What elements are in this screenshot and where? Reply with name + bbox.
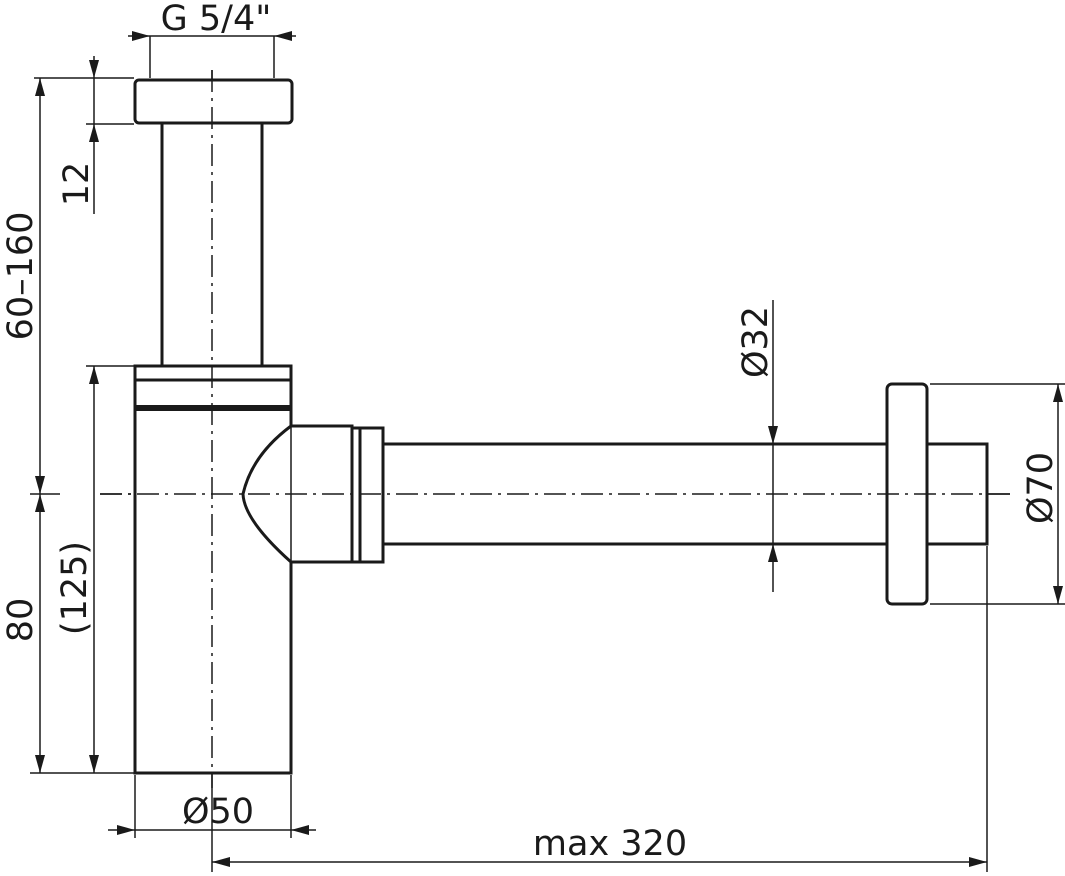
cap-height-label: 12 xyxy=(57,162,97,207)
bottle-body xyxy=(133,364,293,775)
top-cap-nut xyxy=(133,78,294,125)
thread-size-label: G 5/4" xyxy=(161,0,272,39)
body-diameter-label: Ø50 xyxy=(182,792,254,832)
thread-arrow-right xyxy=(274,31,292,41)
thread-arrow-left xyxy=(132,31,150,41)
outlet-coupling-nut xyxy=(350,426,385,564)
outlet-height-alt-label: (125) xyxy=(55,541,95,635)
flange-diam-arrow-top xyxy=(1053,384,1063,402)
flange-diameter-label: Ø70 xyxy=(1021,452,1061,524)
bottle-collar-band xyxy=(135,405,291,411)
height-arrow-bottom xyxy=(35,755,45,773)
length-arrow-right xyxy=(969,857,987,867)
pipe-diam-arrow-bottom xyxy=(768,544,778,562)
flange-diam-arrow-bottom xyxy=(1053,586,1063,604)
pipe-diameter-label: Ø32 xyxy=(736,306,776,378)
body-diam-arrow-left xyxy=(117,825,135,835)
max-length-label: max 320 xyxy=(533,824,687,864)
height-arrow-top xyxy=(35,494,45,512)
pipe-diam-arrow-top xyxy=(768,426,778,444)
cap-arrow-top xyxy=(89,60,99,78)
adjust-arrow-top xyxy=(35,78,45,96)
body-height-arrow-bottom xyxy=(89,755,99,773)
length-arrow-left xyxy=(212,857,230,867)
cap-arrow-bottom xyxy=(89,124,99,142)
outlet-height-label: 80 xyxy=(1,598,41,643)
body-height-arrow-top xyxy=(89,366,99,384)
body-diam-arrow-right xyxy=(291,825,309,835)
adjust-arrow-bottom xyxy=(35,476,45,494)
inlet-tube xyxy=(160,120,264,368)
adjust-range-label: 60–160 xyxy=(1,212,41,341)
